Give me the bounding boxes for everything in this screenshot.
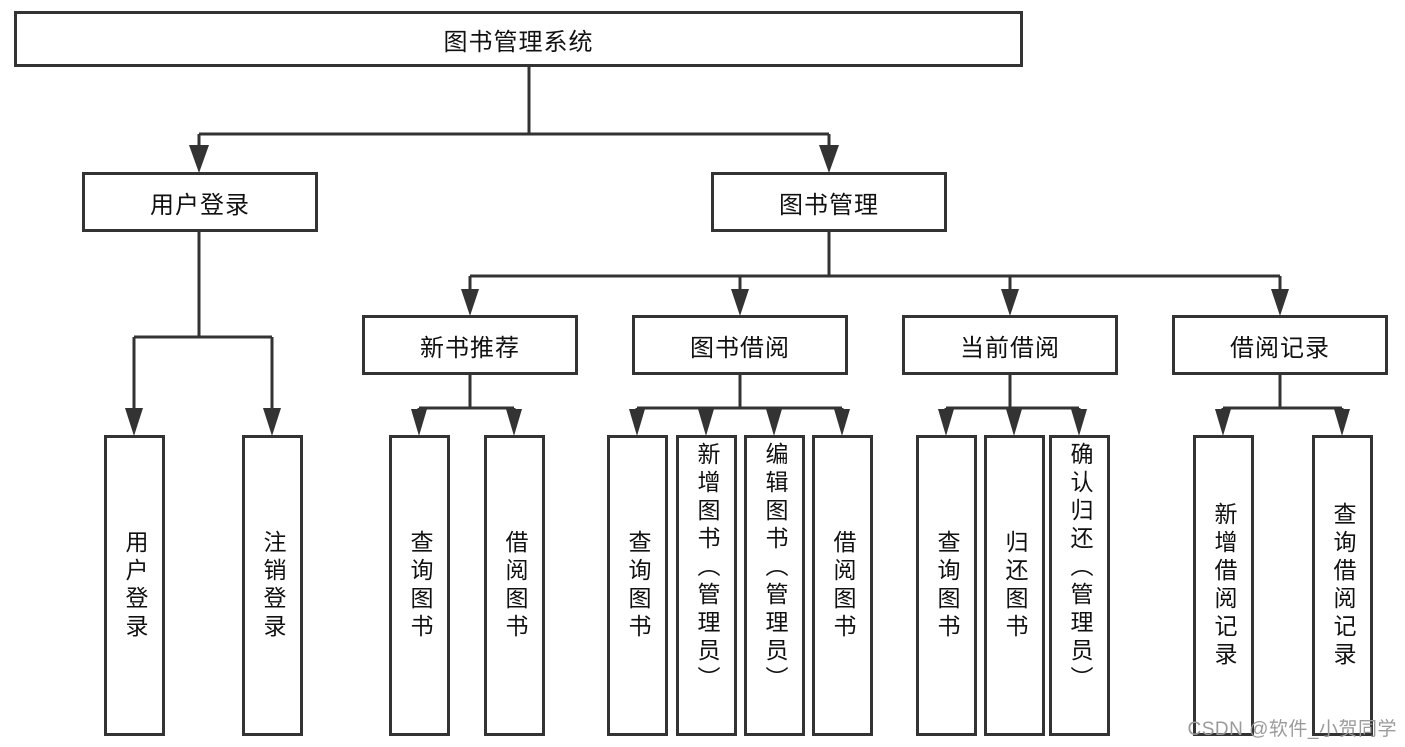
leaf-box-borrow-record-0[interactable] <box>1193 435 1254 736</box>
leaf-box-book-borrow-0[interactable] <box>607 435 668 736</box>
arrowhead-book-manage-to-borrow-record <box>1271 289 1289 316</box>
arrowhead-new-book-leaf-1 <box>506 409 522 436</box>
node-current-borrow-box[interactable] <box>902 315 1118 375</box>
arrowhead-borrow-record-leaf-0 <box>1215 409 1231 436</box>
leaf-box-current-borrow-2[interactable] <box>1049 435 1110 736</box>
node-user-login-box[interactable] <box>82 172 318 232</box>
arrowhead-book-manage-to-current-borrow <box>1001 289 1019 316</box>
leaf-box-current-borrow-1[interactable] <box>984 435 1045 736</box>
arrowhead-book-borrow-leaf-1 <box>698 409 714 436</box>
node-borrow-record-box[interactable] <box>1172 315 1388 375</box>
arrowhead-book-borrow-leaf-0 <box>629 409 645 436</box>
leaf-box-current-borrow-0[interactable] <box>916 435 977 736</box>
leaf-box-book-borrow-1[interactable] <box>676 435 737 736</box>
watermark-text: CSDN @软件_小贺同学 <box>1187 719 1397 740</box>
arrowhead-book-manage-to-book-borrow <box>731 289 749 316</box>
arrowhead-root-to-book-manage <box>819 145 839 173</box>
arrowhead-new-book-leaf-0 <box>411 409 427 436</box>
arrowhead-book-borrow-leaf-2 <box>766 409 782 436</box>
arrowhead-root-to-user-login <box>189 145 209 173</box>
leaf-box-new-book-1[interactable] <box>484 435 545 736</box>
arrowhead-book-borrow-leaf-3 <box>834 409 850 436</box>
arrowhead-book-manage-to-new-book <box>461 289 479 316</box>
leaf-box-book-borrow-3[interactable] <box>812 435 873 736</box>
leaf-box-user-login-0[interactable] <box>104 435 165 736</box>
arrowhead-user-login-leaf-0 <box>125 408 143 436</box>
node-book-borrow-box[interactable] <box>632 315 848 375</box>
node-new-book-recommend-box[interactable] <box>362 315 578 375</box>
node-root-box[interactable] <box>14 11 1023 67</box>
arrowhead-borrow-record-leaf-1 <box>1334 409 1350 436</box>
leaf-box-book-borrow-2[interactable] <box>744 435 805 736</box>
arrowhead-current-borrow-leaf-2 <box>1071 409 1087 436</box>
arrowhead-current-borrow-leaf-1 <box>1006 409 1022 436</box>
leaf-box-user-login-1[interactable] <box>242 435 303 736</box>
arrowhead-current-borrow-leaf-0 <box>938 409 954 436</box>
node-book-manage-box[interactable] <box>711 172 947 232</box>
leaf-box-new-book-0[interactable] <box>389 435 450 736</box>
leaf-box-borrow-record-1[interactable] <box>1312 435 1373 736</box>
arrowhead-user-login-leaf-1 <box>263 408 281 436</box>
